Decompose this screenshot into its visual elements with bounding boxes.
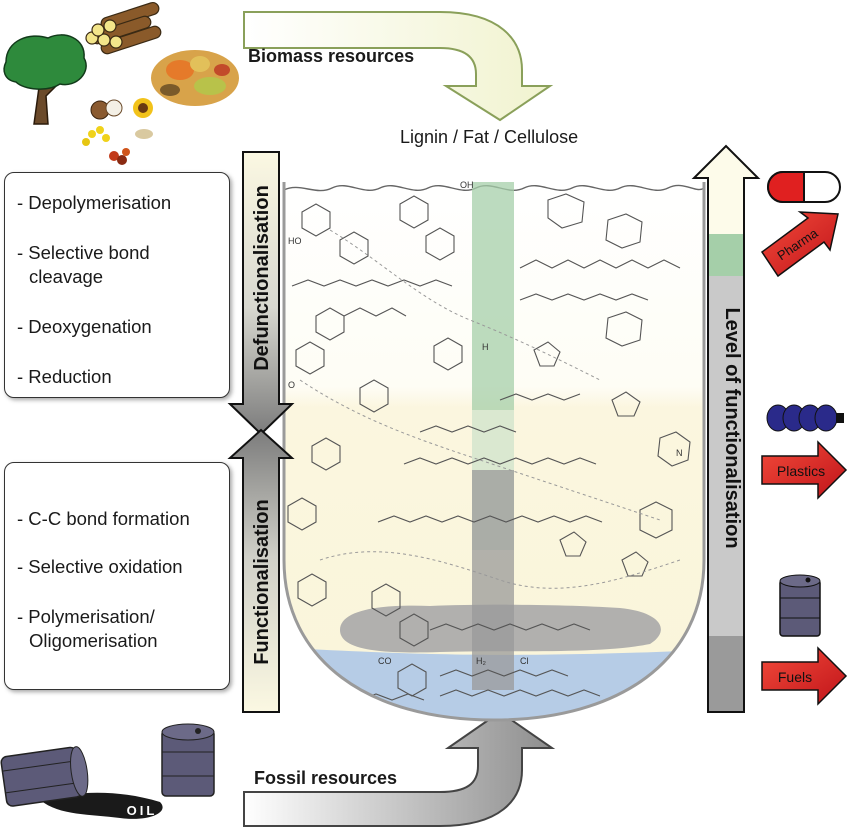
fossil-resources-label: Fossil resources [254,768,398,788]
pharma-arrow [760,211,839,278]
biomass-arrow [243,11,554,122]
process-selective-oxidation: - Selective oxidation [17,556,183,577]
rapeseed-icon [82,126,110,146]
process-cc-bond-formation: - C-C bond formation [17,508,190,529]
atom-label-cl: Cl [520,656,529,666]
defunctionalisation-label: Defunctionalisation [251,185,273,371]
food-waste-icon [151,50,239,106]
atom-label-oh: OH [460,180,474,190]
plastics-label: Plastics [777,463,825,479]
atom-label-o: O [288,380,295,390]
fuel-barrel-icon [779,574,821,637]
oil-barrel-label: OIL [127,803,158,818]
defunctionalisation-bar [227,151,295,436]
atom-label-h2: H₂ [476,656,486,666]
atom-label-n: N [676,448,683,458]
process-selective-bond-cleavage: - Selective bond [17,242,150,263]
process-deoxygenation: - Deoxygenation [17,316,152,337]
level-of-functionalisation-arrow [691,144,761,713]
biomass-resources-label: Biomass resources [248,46,415,66]
defunctionalisation-process-box: - Depolymerisation - Selective bond clea… [4,172,230,398]
sunflower-icon [133,98,153,118]
logs-icon [85,1,162,55]
fossil-arrow [243,710,556,827]
lignin-fat-cellulose-label: Lignin / Fat / Cellulose [400,127,579,147]
capsule-icon [767,171,841,203]
oil-barrels-icon [0,723,215,819]
process-depolymerisation: - Depolymerisation [17,192,172,213]
plastics-arrow [761,440,848,500]
level-of-functionalisation-label: Level of functionalisation [721,307,743,548]
process-selective-bond-cleavage-line2: cleavage [29,266,104,287]
plastic-beads-icon [766,404,844,432]
atom-label-h: H [482,342,489,352]
tree-icon [3,34,87,125]
reaction-vessel [282,182,706,722]
atom-label-co: CO [378,656,392,666]
coconut-icon [90,99,123,120]
process-reduction: - Reduction [17,366,112,387]
atom-label-ho: HO [288,236,302,246]
molecule-labels: HO OH O H₂ Cl CO N H [288,180,683,666]
process-oligomerisation: Oligomerisation [29,630,158,651]
functionalisation-label: Functionalisation [251,499,273,665]
fuels-label: Fuels [778,669,812,685]
seeds-icon [135,129,153,139]
functionalisation-bar [227,428,295,713]
process-polymerisation: - Polymerisation/ [17,606,155,627]
functionalisation-process-box: - C-C bond formation - Selective oxidati… [4,462,230,690]
fuels-arrow [761,646,848,706]
palm-fruit-icon [109,148,130,165]
